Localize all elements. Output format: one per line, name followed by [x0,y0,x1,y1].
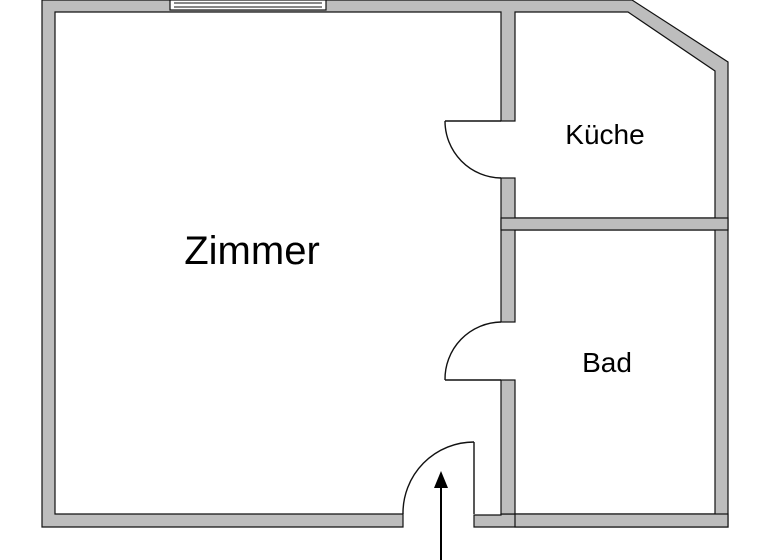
walls [41,0,729,528]
bottom-wall-bad [514,513,729,528]
interior-wall-zimmer-bad [500,379,516,515]
door-bad-swing [444,321,502,381]
outer-wall [41,0,729,528]
door-entrance [402,441,475,515]
door-entrance-swing [402,441,475,515]
entrance-arrow [434,471,448,560]
interior-wall-kueche-bad [500,217,729,231]
door-bad [444,321,502,381]
interior-wall-zimmer-kueche-bad [500,177,516,323]
entrance-arrow-head-icon [434,471,448,488]
room-label-bad: Bad [582,347,632,378]
door-kueche [444,120,502,179]
window [169,0,327,11]
doors [402,120,502,515]
window-frame [169,0,327,11]
room-label-zimmer: Zimmer [184,229,320,273]
door-kueche-swing [444,120,502,179]
room-label-kueche: Küche [565,119,644,150]
